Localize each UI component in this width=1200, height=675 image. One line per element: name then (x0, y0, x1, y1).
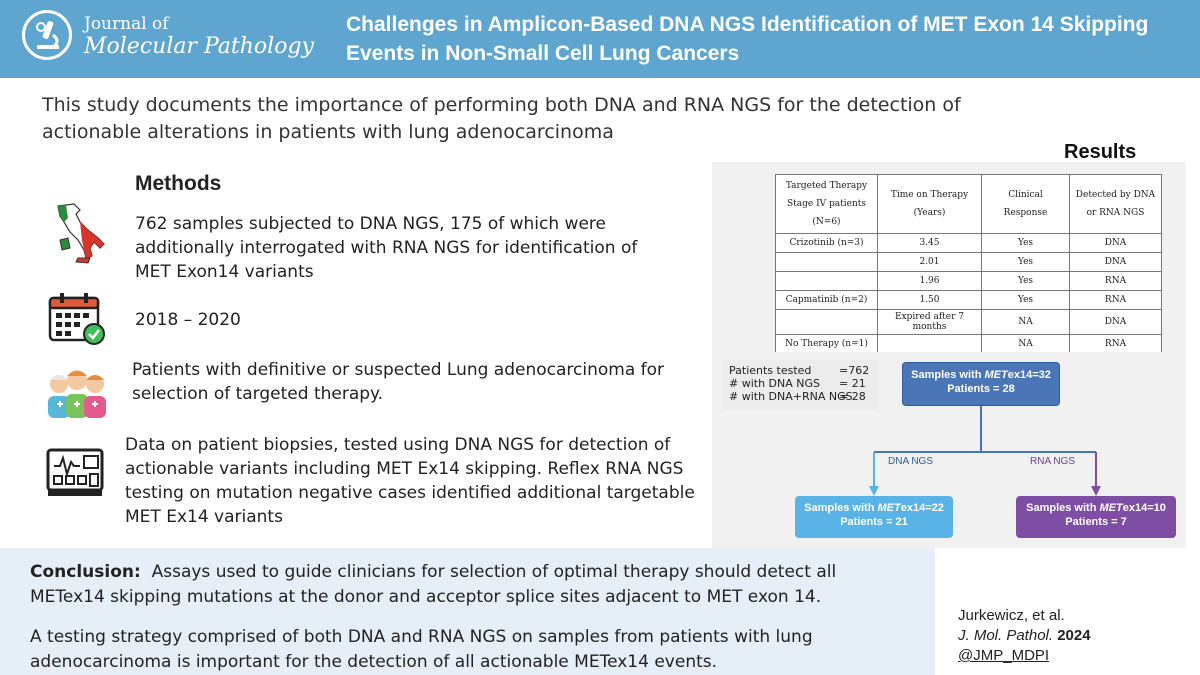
results-heading: Results (1064, 141, 1137, 163)
conclusion-text: Conclusion: Assays used to guide clinici… (30, 560, 910, 610)
social-handle-link[interactable]: @JMP_MDPI (958, 647, 1050, 664)
flow-text: ex14=10 (1122, 502, 1166, 514)
table-cell: NA (981, 309, 1070, 335)
conclusion-label: Conclusion: (30, 562, 141, 582)
methods-patients-text: Patients with definitive or suspected Lu… (132, 360, 665, 404)
table-cell: Yes (981, 252, 1070, 272)
flow-box-rna: Samples with METex14=10 Patients = 7 (1016, 496, 1176, 538)
table-cell: DNA (1069, 233, 1162, 253)
citation-journal: J. Mol. Pathol. (958, 627, 1054, 644)
table-header-cell: Targeted Therapy Stage IV patients (N=6) (775, 174, 878, 234)
patient-stats-box: Patients tested =762 # with DNA NGS = 21… (723, 360, 878, 410)
flow-text: Patients = 21 (840, 516, 908, 528)
methods-samples-text: 762 samples subjected to DNA NGS, 175 of… (135, 214, 638, 282)
stats-value: =762 (839, 364, 870, 377)
flow-text: Samples with (1026, 502, 1100, 514)
patients-group-icon (44, 366, 110, 420)
header-banner: Journal of Molecular Pathology Challenge… (0, 0, 1200, 78)
monitor-icon (46, 448, 106, 498)
table-cell (775, 271, 878, 291)
table-cell: 3.45 (877, 233, 982, 253)
rna-ngs-label: RNA NGS (1030, 456, 1076, 467)
table-cell: 1.50 (877, 290, 982, 310)
flow-text: MET (1099, 502, 1123, 514)
conclusion-text-1: Assays used to guide clinicians for sele… (30, 562, 837, 607)
journal-logo[interactable]: Journal of Molecular Pathology (22, 10, 322, 70)
flow-text: ex14=32 (1007, 369, 1051, 381)
table-cell: RNA (1069, 290, 1162, 310)
table-header-cell: Detected by DNA or RNA NGS (1069, 174, 1162, 234)
calendar-icon (48, 292, 106, 346)
table-cell: RNA (1069, 334, 1162, 354)
table-cell: NA (981, 334, 1070, 354)
conclusion-text-2: A testing strategy comprised of both DNA… (30, 627, 813, 672)
stats-label: # with DNA NGS (729, 377, 821, 390)
flow-text: Samples with (911, 369, 985, 381)
table-header-row: Targeted Therapy Stage IV patients (N=6)… (775, 174, 1162, 234)
flow-text: ex14=22 (900, 502, 944, 514)
table-cell: Yes (981, 271, 1070, 291)
methods-heading: Methods (135, 172, 222, 195)
stats-row: # with DNA NGS = 21 (729, 377, 872, 390)
flow-box-total: Samples with METex14=32 Patients = 28 (902, 362, 1060, 406)
citation-authors: Jurkewicz, et al. (958, 607, 1065, 624)
citation: Jurkewicz, et al. J. Mol. Pathol. 2024 @… (958, 606, 1091, 666)
italy-map-icon (50, 200, 110, 264)
table-header-cell: Time on Therapy (Years) (877, 174, 982, 234)
methods-date-range: 2018 – 2020 (135, 310, 241, 330)
flow-text: MET (984, 369, 1008, 381)
table-cell: Yes (981, 233, 1070, 253)
methods-data-text: Data on patient biopsies, tested using D… (125, 435, 695, 527)
journal-name-small: Journal of (84, 14, 169, 34)
table-row: Expired after 7 months NA DNA (775, 309, 1162, 335)
table-cell (775, 252, 878, 272)
journal-name-large: Molecular Pathology (84, 34, 314, 59)
intro-statement: This study documents the importance of p… (42, 94, 961, 143)
table-row: 2.01 Yes DNA (775, 252, 1162, 272)
table-cell: Expired after 7 months (877, 309, 982, 335)
citation-year: 2024 (1057, 627, 1091, 644)
stats-label: # with DNA+RNA NGS (729, 390, 853, 403)
table-cell: 1.96 (877, 271, 982, 291)
stats-value: = 21 (839, 377, 866, 390)
table-row: No Therapy (n=1) NA RNA (775, 334, 1162, 354)
stats-label: Patients tested (729, 364, 812, 377)
table-cell (877, 334, 982, 354)
flow-text: Patients = 7 (1065, 516, 1127, 528)
table-cell: DNA (1069, 309, 1162, 335)
stats-row: Patients tested =762 (729, 364, 872, 377)
table-cell: 2.01 (877, 252, 982, 272)
poster-title: Challenges in Amplicon-Based DNA NGS Ide… (346, 13, 1149, 65)
flowchart-connectors (869, 406, 1101, 496)
table-row: Capmatinib (n=2) 1.50 Yes RNA (775, 290, 1162, 310)
flow-box-dna: Samples with METex14=22 Patients = 21 (795, 496, 953, 538)
flow-text: Patients = 28 (947, 383, 1015, 395)
table-cell: No Therapy (n=1) (775, 334, 878, 354)
conclusion-panel (0, 548, 935, 675)
table-cell: RNA (1069, 271, 1162, 291)
results-table: Targeted Therapy Stage IV patients (N=6)… (775, 174, 1162, 354)
stats-row: # with DNA+RNA NGS = 28 (729, 390, 872, 403)
table-cell: Yes (981, 290, 1070, 310)
table-row: 1.96 Yes RNA (775, 271, 1162, 291)
flow-text: Samples with (804, 502, 878, 514)
table-header-cell: Clinical Response (981, 174, 1070, 234)
dna-ngs-label: DNA NGS (888, 456, 934, 467)
microscope-icon (22, 10, 72, 60)
table-cell: DNA (1069, 252, 1162, 272)
stats-value: = 28 (839, 390, 866, 403)
table-cell: Capmatinib (n=2) (775, 290, 878, 310)
table-cell (775, 309, 878, 335)
table-row: Crizotinib (n=3) 3.45 Yes DNA (775, 233, 1162, 253)
table-cell: Crizotinib (n=3) (775, 233, 878, 253)
flow-text: MET (877, 502, 901, 514)
